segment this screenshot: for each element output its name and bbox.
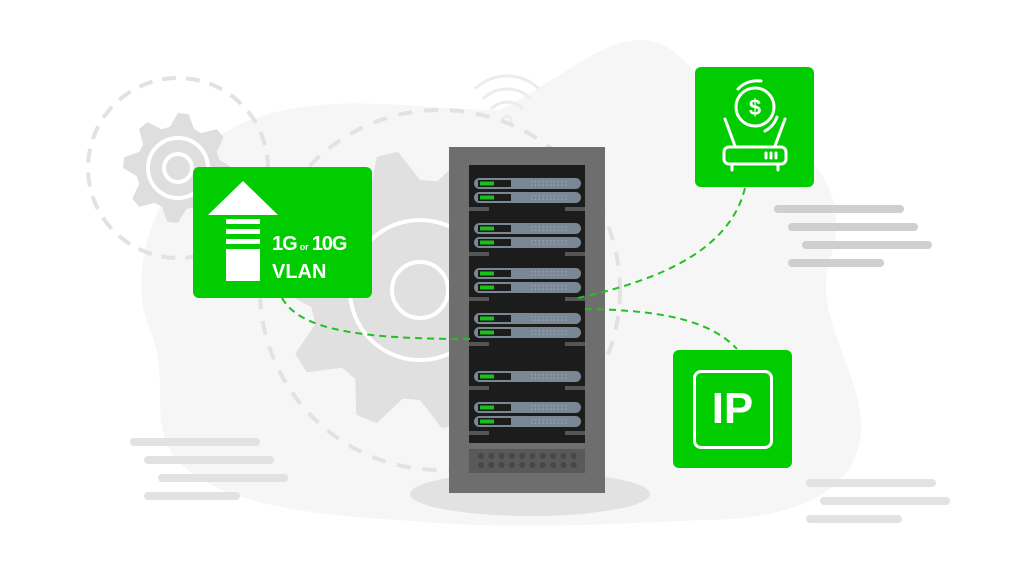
- connector-lines: [281, 187, 746, 350]
- status-led: [480, 181, 494, 186]
- server-unit: [474, 192, 581, 203]
- vent-hole: [498, 453, 505, 459]
- vent-hole: [560, 462, 567, 468]
- vent-hole: [488, 453, 495, 459]
- status-led: [480, 195, 494, 200]
- server-unit: [474, 416, 581, 427]
- connector-ip: [584, 308, 738, 350]
- server-unit: [474, 371, 581, 382]
- vent-hole: [478, 453, 484, 459]
- vent-hole: [519, 462, 526, 468]
- vent-hole: [570, 453, 577, 459]
- status-led: [480, 405, 494, 410]
- speed-secondary: 10G: [311, 233, 348, 255]
- wifi-icon: [474, 74, 540, 126]
- vent-hole: [519, 453, 526, 459]
- vent-hole: [508, 453, 515, 459]
- vent-hole: [488, 462, 495, 468]
- billing-card: $: [695, 67, 814, 187]
- router-dollar-icon: $: [722, 79, 788, 172]
- speed-primary: 1G: [272, 233, 298, 255]
- status-led: [480, 285, 494, 290]
- decorative-lines-right-top: [774, 205, 932, 267]
- connector-billing: [577, 187, 746, 299]
- speed-connector: or: [299, 242, 309, 252]
- status-led: [480, 330, 494, 335]
- decorative-lines-right-bottom: [806, 479, 950, 523]
- vlan-label: VLAN: [272, 261, 327, 283]
- server-unit: [474, 223, 581, 234]
- server-unit: [474, 313, 581, 324]
- status-led: [480, 271, 494, 276]
- vent-hole: [529, 462, 536, 468]
- vent-hole: [550, 453, 557, 459]
- vent-hole: [570, 462, 577, 468]
- server-rack: [449, 147, 605, 493]
- vent-hole: [478, 462, 484, 468]
- decorative-lines-left-bottom: [130, 438, 288, 500]
- vent-hole: [498, 462, 505, 468]
- dollar-symbol: $: [749, 95, 761, 120]
- status-led: [480, 316, 494, 321]
- arrow-up-icon: [208, 181, 278, 281]
- connector-vlan: [281, 297, 471, 340]
- vent-hole: [508, 462, 515, 468]
- status-led: [480, 419, 494, 424]
- vent-hole: [560, 453, 567, 459]
- vent-hole: [539, 453, 546, 459]
- status-led: [480, 226, 494, 231]
- server-unit: [474, 402, 581, 413]
- status-led: [480, 374, 494, 379]
- ip-card: IP: [673, 350, 792, 468]
- server-unit: [474, 178, 581, 189]
- server-unit: [474, 327, 581, 338]
- server-unit: [474, 237, 581, 248]
- ip-label: IP: [711, 384, 754, 433]
- ip-badge-icon: [693, 370, 773, 449]
- server-unit: [474, 268, 581, 279]
- vent-hole: [529, 453, 536, 459]
- server-unit: [474, 282, 581, 293]
- status-led: [480, 240, 494, 245]
- vent-hole: [550, 462, 557, 468]
- vent-hole: [539, 462, 546, 468]
